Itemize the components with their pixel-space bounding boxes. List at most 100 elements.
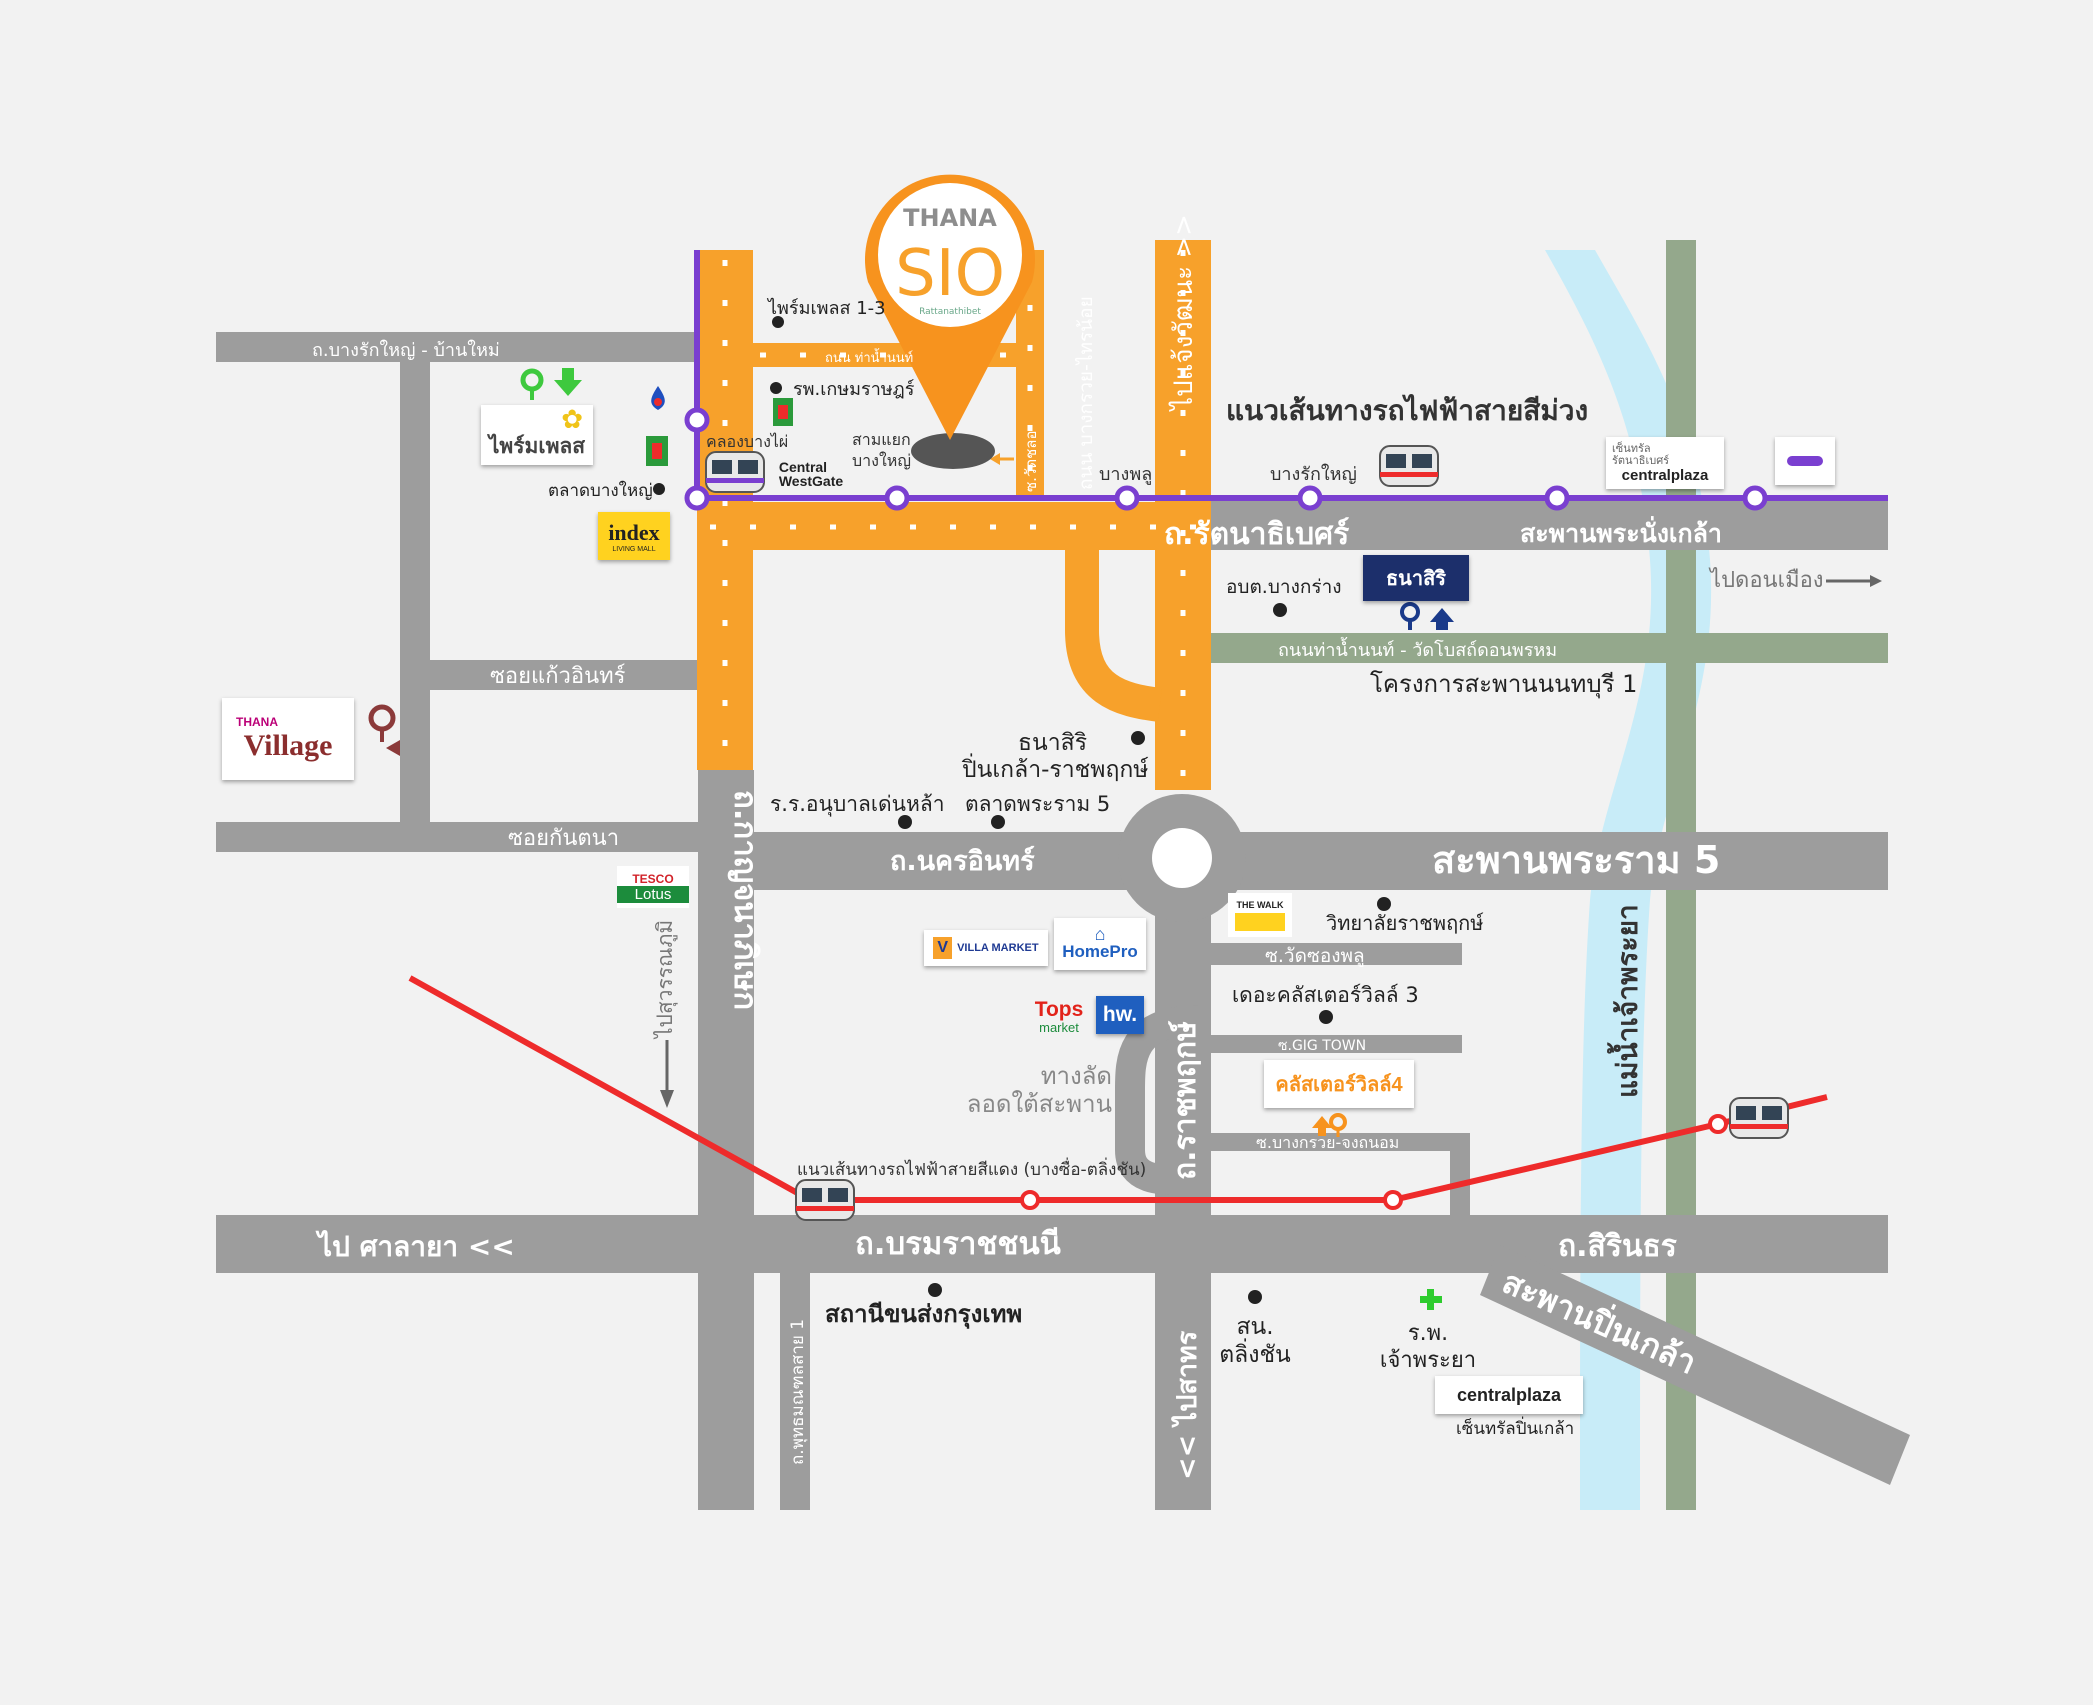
road-label-to-suwannaphum: ไปสุวรรณภูมิ	[653, 920, 678, 1040]
place-label-obt-bang-krang: อบต.บางกร่าง	[1226, 576, 1342, 598]
road-label-soi-wat-song-phon: ซ.วัดซองพลู	[1265, 945, 1365, 967]
place-label-kasemrad: รพ.เกษมราษฎร์	[793, 379, 915, 400]
map-pin-icon	[1400, 602, 1420, 630]
place-label-central-pinklao: เซ็นทรัลปิ่นเกล้า	[1456, 1416, 1574, 1439]
place-label-anuban: ร.ร.อนุบาลเด่นหล้า	[770, 792, 945, 817]
central-plaza-pinklao-logo: centralplaza	[1435, 1376, 1583, 1414]
station-label-sam-yaek-bang-yai: สามแยกบางใหญ่	[852, 430, 911, 470]
prime-place-logo: ✿ ไพร์มเพลส	[481, 405, 593, 465]
orange-highways	[697, 240, 1211, 790]
road-label-to-salaya: ไป ศาลายา <<	[315, 1230, 515, 1263]
train-icon	[1379, 445, 1439, 487]
place-label-taling-chan: สน.ตลิ่งชัน	[1219, 1314, 1291, 1368]
index-icon	[1235, 912, 1285, 931]
project-site-marker	[911, 433, 995, 469]
prime-place-flower-icon: ✿	[561, 403, 583, 434]
arrow-down-icon	[660, 1040, 674, 1108]
road-label-tha-nam-nonthaburi: ถนนท่าน้ำนนท์ - วัดโบสถ์ดอนพรหม	[1278, 637, 1557, 661]
road-label-to-chaeng-watthana: ไปแจ้งวัฒนะ >>	[1168, 214, 1199, 412]
place-label-talad-bang-yai: ตลาดบางใหญ่	[548, 480, 653, 501]
place-label-the-cluster-3: เดอะคลัสเตอร์วิลล์ 3	[1232, 983, 1419, 1007]
project-logo-sub: Rattanathibet	[919, 307, 981, 317]
road-label-gig-town: ซ.GIG TOWN	[1278, 1038, 1366, 1054]
place-dots	[653, 316, 1391, 1304]
orange-curve	[1065, 550, 1163, 722]
thanasiri-logo: ธนาสิริ	[1363, 555, 1469, 601]
central-plaza-rattanathibet-logo: เซ็นทรัล รัตนาธิเบศร์ centralplaza	[1606, 437, 1724, 489]
purple-line-label: แนวเส้นทางรถไฟฟ้าสายสีม่วง	[1226, 394, 1588, 427]
underpass-loop	[1115, 1005, 1201, 1195]
purple-line-icon	[1787, 456, 1823, 466]
project-logo-name: SIO	[895, 237, 1005, 311]
arrow-down-icon	[554, 368, 582, 396]
road-label-soi-wat-chong-lom: ซ.วัดชลอ	[1022, 431, 1040, 493]
road-label-to-don-mueang: ไปดอนเมือง	[1708, 567, 1824, 593]
villa-market-logo: V VILLA MARKET	[924, 930, 1048, 966]
hospital-icon	[1420, 1289, 1442, 1310]
place-label-ratchaphruek-college: วิทยาลัยราชพฤกษ์	[1326, 911, 1484, 935]
tops-market-logo: Tops market	[1034, 997, 1084, 1035]
red-line-label: แนวเส้นทางรถไฟฟ้าสายสีแดง (บางซื่อ-ตลิ่ง…	[797, 1157, 1146, 1180]
map-pin-icon	[520, 368, 544, 400]
map-pin-icon	[1329, 1113, 1347, 1137]
the-walk-index-logo: THE WALK	[1228, 893, 1292, 937]
homepro-logo: ⌂ HomePro	[1054, 918, 1146, 970]
villa-market-icon: V	[933, 937, 953, 959]
train-icon	[705, 451, 765, 493]
hw-logo: hw.	[1096, 996, 1144, 1034]
road-label-borommaratchachonnani: ถ.บรมราชชนนี	[855, 1226, 1061, 1262]
road-label-nakhon-in: ถ.นครอินทร์	[890, 845, 1035, 877]
bridge-label-rama5: สะพานพระราม 5	[1432, 838, 1720, 882]
station-label-khlong-bang-phai: คลองบางไผ่	[706, 432, 788, 451]
highway-dashes	[710, 250, 1200, 780]
road-label-rattanathibet: ถ.รัตนาธิเบศร์	[1164, 517, 1349, 552]
arrow-left-icon	[386, 740, 400, 756]
index-living-mall-logo: index LIVING MALL	[598, 512, 670, 560]
rama5-roundabout-center	[1152, 828, 1212, 888]
river-label-chao-phraya: แม่น้ำเจ้าพระยา	[1606, 904, 1644, 1098]
road-label-bang-kruai-sai-noi: ถนน บางกรวย-ไทรน้อย	[1075, 296, 1097, 490]
purple-stations	[684, 407, 1768, 511]
road-label-soi-kaew-in: ซอยแก้วอินทร์	[490, 664, 626, 689]
place-label-southern-bus: สถานีขนส่งกรุงเทพ	[825, 1300, 1022, 1330]
green-road-tha-nam	[1210, 633, 1888, 663]
road-label-sirindhorn: ถ.สิรินธร	[1558, 1229, 1677, 1264]
gas-station-icon	[651, 386, 665, 410]
7-eleven-icon	[773, 398, 793, 426]
project-logo-brand: THANA	[903, 204, 997, 232]
thana-village-logo: THANA Village	[222, 698, 354, 780]
cluster-ville-4-logo: คลัสเตอร์วิลล์4	[1264, 1060, 1414, 1108]
tesco-lotus-logo: TESCO Lotus	[617, 866, 689, 908]
central-westgate-logo: Central WestGate	[778, 459, 844, 489]
place-label-underpass: ทางลัดลอดใต้สะพาน	[967, 1062, 1112, 1118]
house-icon: ⌂	[1094, 924, 1106, 944]
road-label-kanchanaphisek: ถ.กาญจนาภิเษก	[727, 790, 763, 1010]
arrow-right-icon	[1826, 575, 1882, 587]
station-label-bang-phlu: บางพลู	[1099, 464, 1152, 485]
place-label-thanasiri: ธนาสิริปิ่นเกล้า-ราชพฤกษ์	[961, 730, 1149, 783]
bridge-label-nang-klao: สะพานพระนั่งเกล้า	[1520, 516, 1722, 548]
red-stations	[1020, 1114, 1728, 1210]
map-pin-icon	[368, 704, 396, 742]
arrow-up-icon	[1430, 608, 1454, 630]
place-label-prime-place: ไพร์มเพลส 1-3	[766, 297, 886, 319]
arrow-left-icon	[990, 453, 1014, 465]
train-icon	[1729, 1097, 1789, 1139]
road-label-to-sai-ma: << ไปสาทร	[1171, 1330, 1203, 1480]
road-label-bang-kruai-jongthanom: ซ.บางกรวย-จงถนอม	[1256, 1133, 1399, 1152]
bridge-label-nonthaburi1: โครงการสะพานนนทบุรี 1	[1370, 670, 1637, 699]
project-logo-badge	[878, 183, 1022, 327]
road-label-ratchaphruek: ถ.ราชพฤกษ์	[1168, 1021, 1203, 1180]
purple-line-logo	[1775, 437, 1835, 485]
arrow-up-icon	[1312, 1116, 1332, 1136]
station-label-bang-rak-yai: บางรักใหญ่	[1270, 463, 1357, 485]
road-label-bang-rak-yai: ถ.บางรักใหญ่ - บ้านใหม่	[312, 339, 500, 361]
road-label-soi-kan-tana: ซอยกันตนา	[508, 826, 619, 851]
place-label-chaophraya-hospital: ร.พ.เจ้าพระยา	[1380, 1321, 1476, 1373]
7-eleven-icon	[646, 436, 668, 466]
road-label-phutthamonthon-1: ถ.พุทธมณฑลสาย 1	[788, 1319, 808, 1465]
train-icon	[795, 1179, 855, 1221]
road-label-phet-kasem: ถนน ท่าน้ำนนท์	[825, 348, 913, 366]
place-label-talad-rama5: ตลาดพระราม 5	[965, 792, 1110, 816]
